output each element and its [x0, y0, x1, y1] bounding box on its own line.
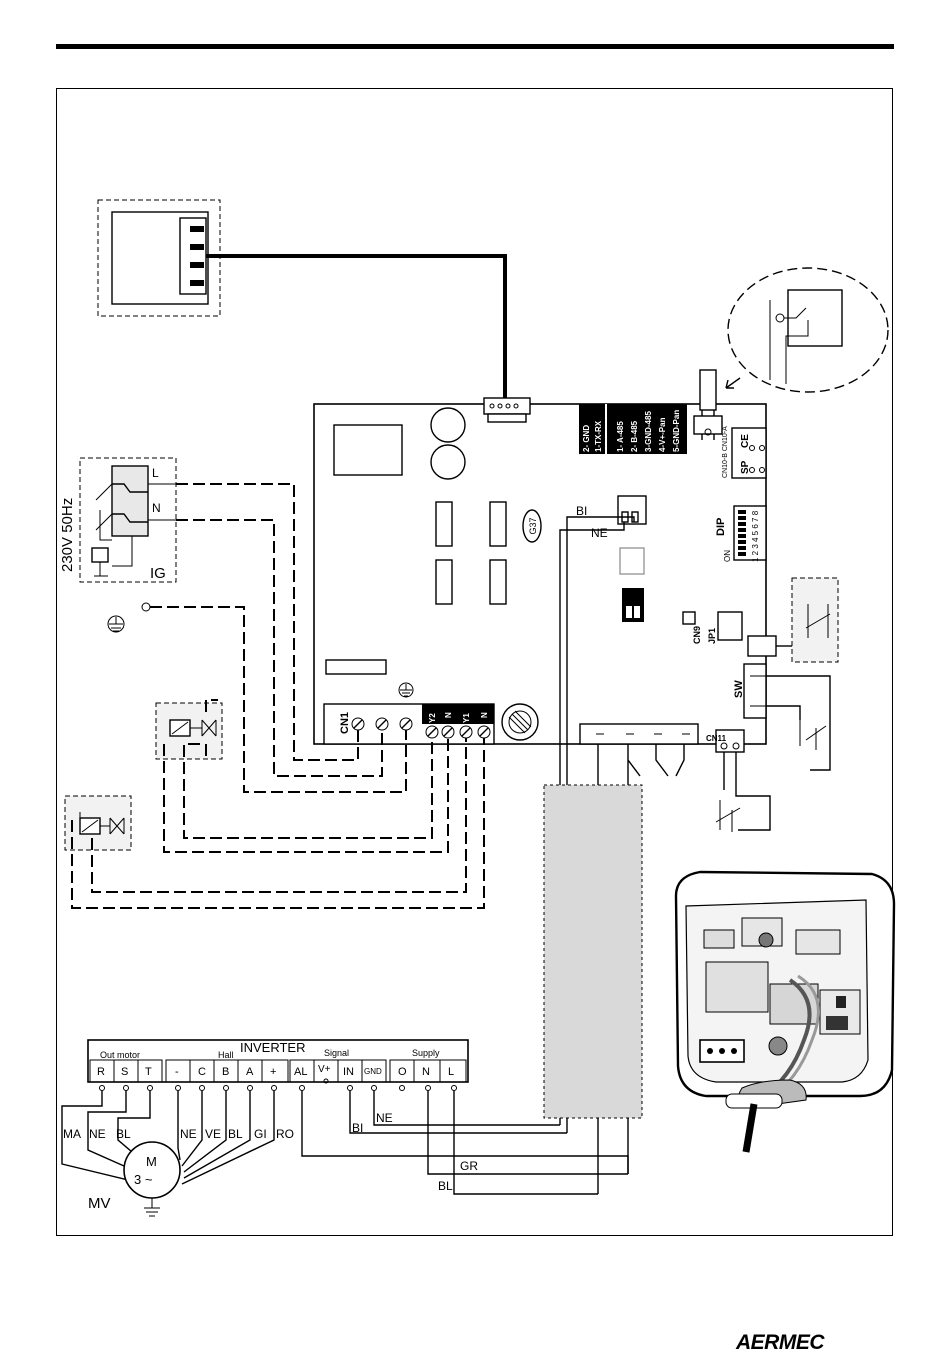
header-pin-5: 3-GND-485 [644, 411, 653, 452]
signal-bl-label: BL [438, 1179, 453, 1193]
sensor-sw-1 [776, 578, 838, 662]
y2-label: Y2 [428, 713, 437, 723]
inverter-title: INVERTER [240, 1040, 306, 1055]
terminal-minus: - [175, 1066, 179, 1078]
motor-symbol [124, 1142, 180, 1198]
motor-m: M [146, 1154, 157, 1169]
motor-label: MV [88, 1195, 111, 1212]
n1-label: N [444, 712, 453, 718]
y1-label: Y1 [462, 713, 471, 723]
signal-ne-label: NE [376, 1111, 393, 1125]
terminal-b: B [222, 1066, 229, 1078]
terminal-vplus: V+ [318, 1064, 331, 1075]
cn9-label: CN9 [692, 626, 702, 644]
board-bi-label: BI [576, 504, 587, 518]
motor-wire-gi: GI [254, 1127, 267, 1141]
header-pin-2: 1-TX-RX [594, 420, 603, 452]
group-out-motor: Out motor [100, 1050, 140, 1060]
supply-line-label: L [152, 466, 159, 480]
terminal-o: O [398, 1066, 407, 1078]
inverter-block: INVERTER Out motor Hall Signal Supply R … [88, 1040, 468, 1091]
supply-neutral-label: N [152, 501, 161, 515]
group-supply: Supply [412, 1048, 440, 1058]
terminal-r: R [97, 1066, 105, 1078]
n2-label: N [480, 712, 489, 718]
signal-gr-label: GR [460, 1159, 478, 1173]
valve-y1 [65, 796, 131, 850]
supply-switch-ig: L N IG 230V 50Hz [59, 458, 176, 582]
cn1-label: CN1 [339, 712, 351, 734]
header-pin-1: 2- GND [582, 425, 591, 452]
motor-wire-ma: MA [63, 1127, 81, 1141]
terminal-a: A [246, 1066, 254, 1078]
supply-voltage-label: 230V 50Hz [59, 498, 76, 572]
motor-wire-bl1: BL [116, 1127, 131, 1141]
header-pin-4: 2- B-485 [630, 420, 639, 452]
header-pin-block: 2- GND 1-TX-RX 1- A-485 2- B-485 3-GND-4… [579, 404, 687, 454]
group-hall: Hall [218, 1050, 234, 1060]
motor-wire-ve: VE [205, 1127, 221, 1141]
g37-label: G37 [528, 517, 538, 534]
signal-bi-label: BI [352, 1121, 363, 1135]
terminal-t: T [145, 1066, 152, 1078]
terminal-gnd: GND [364, 1067, 382, 1076]
remote-panel [98, 200, 505, 400]
ce-label: CE [740, 434, 751, 448]
motor-wire-ro: RO [276, 1127, 294, 1141]
dip-on-label: ON [723, 550, 732, 562]
motor-wire-ne1: NE [89, 1127, 106, 1141]
brand-logo: AERMEC [736, 1331, 824, 1355]
motor-wiring: M 3 ~ MV MA NE BL NE VE BL GI RO [62, 1091, 294, 1216]
jp1-label: JP1 [707, 628, 717, 644]
cn10-label: CN10-B CN10-A [722, 426, 729, 478]
terminal-n: N [422, 1066, 430, 1078]
board-ne-label: NE [591, 526, 608, 540]
motor-wire-bl2: BL [228, 1127, 243, 1141]
sensor-sw-2 [800, 720, 826, 750]
sw-label: SW [733, 680, 745, 698]
terminal-c: C [198, 1066, 206, 1078]
cn11-label: CN11 [706, 734, 727, 743]
motor-phase: 3 ~ [134, 1172, 153, 1187]
header-pin-6: 4-V+-Pan [658, 417, 667, 452]
terminal-al: AL [294, 1066, 307, 1078]
valve-y2 [156, 703, 222, 759]
dip-label: DIP [715, 518, 727, 536]
motor-wire-ne2: NE [180, 1127, 197, 1141]
sp-label: SP [740, 460, 751, 474]
header-pin-7: 5-GND-Pan [672, 410, 681, 452]
supply-switch-label: IG [150, 565, 166, 582]
unit-photo [676, 872, 894, 1152]
terminal-in: IN [343, 1066, 354, 1078]
terminal-s: S [121, 1066, 128, 1078]
sensor-cn11 [716, 800, 740, 832]
mains-earth [108, 603, 150, 632]
terminal-l: L [448, 1066, 454, 1078]
header-pin-3: 1- A-485 [616, 421, 625, 452]
dip-numbers: 1 2 3 4 5 6 7 8 [751, 510, 760, 562]
terminal-plus: + [270, 1066, 276, 1078]
cable-duct [544, 785, 642, 1118]
group-signal: Signal [324, 1048, 349, 1058]
